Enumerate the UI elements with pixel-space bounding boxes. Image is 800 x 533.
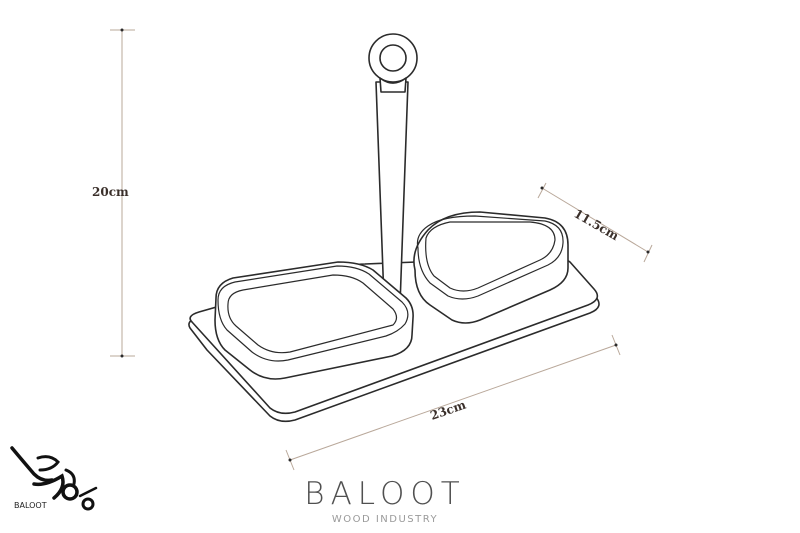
- height-dimension: [110, 28, 135, 358]
- right-bowl: [413, 211, 569, 324]
- handle: [368, 33, 418, 306]
- brand-name: BALOOT: [304, 476, 466, 512]
- baloot-logo: [10, 446, 98, 511]
- left-bowl: [214, 261, 414, 380]
- width-dimension: [285, 334, 621, 471]
- depth-dimension: [537, 182, 653, 263]
- width-label: 23cm: [428, 398, 468, 423]
- brand-tagline: WOOD INDUSTRY: [331, 514, 439, 525]
- logo-caption: BALOOT: [14, 501, 47, 510]
- height-label: 20cm: [92, 185, 129, 199]
- depth-label: 11.5cm: [572, 206, 622, 243]
